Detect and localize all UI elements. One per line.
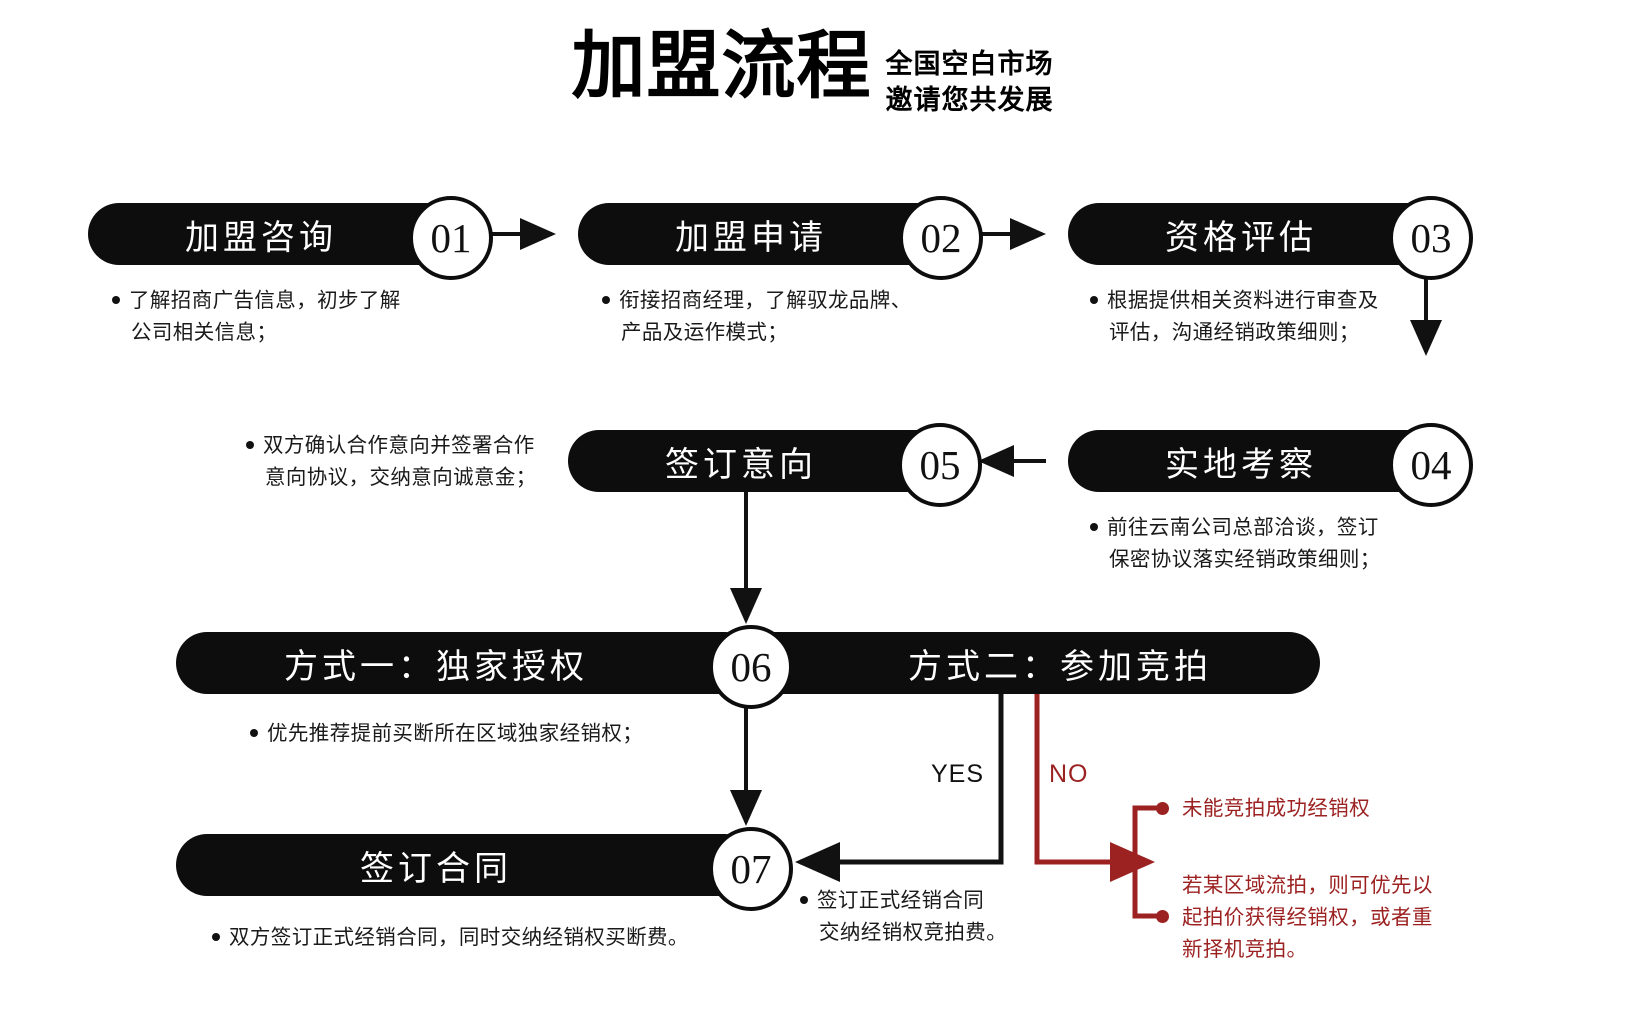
step-label-06-right: 方式二：参加竞拍 [908, 647, 1212, 686]
step-label-06-left: 方式一：独家授权 [284, 647, 588, 686]
step-number-01: 01 [430, 215, 472, 261]
step-label-07: 签订合同 [360, 849, 512, 888]
step-number-07: 07 [730, 846, 772, 892]
step-note-02: 衔接招商经理，了解驭龙品牌、 产品及运作模式； [602, 285, 1022, 349]
step-note-03: 根据提供相关资料进行审查及 评估，沟通经销政策细则； [1090, 285, 1510, 349]
subtitle-line-1: 全国空白市场 [885, 49, 1054, 79]
red-outcome-2: 若某区域流拍，则可优先以 起拍价获得经销权，或者重 新择机竞拍。 [1182, 870, 1502, 965]
step-label-04: 实地考察 [1165, 445, 1317, 484]
note-line: 双方确认合作意向并签署合作 [246, 430, 576, 462]
step-badge-02[interactable]: 02 [899, 196, 983, 280]
step-label-01: 加盟咨询 [185, 218, 337, 257]
bullet-dot-icon [1090, 296, 1098, 304]
step-number-05: 05 [919, 442, 961, 488]
branch-label-yes: YES [931, 760, 985, 788]
page-title: 加盟流程 [571, 24, 872, 107]
subtitle-line-2: 邀请您共发展 [885, 85, 1054, 116]
note-line: 根据提供相关资料进行审查及 [1090, 285, 1510, 317]
step-note-07-right: 签订正式经销合同 交纳经销权竞拍费。 [800, 885, 1060, 949]
note-line: 新择机竞拍。 [1182, 937, 1308, 961]
red-bullet-dot-icon-1 [1156, 802, 1169, 815]
bullet-dot-icon [250, 729, 258, 737]
step-number-02: 02 [920, 215, 962, 261]
red-outcome-1: 未能竞拍成功经销权 [1182, 793, 1482, 825]
page-header: 加盟流程 全国空白市场 邀请您共发展 [0, 28, 1625, 119]
branch-label-no: NO [1049, 760, 1089, 788]
note-line: 产品及运作模式； [621, 320, 789, 344]
step-number-06: 06 [730, 644, 772, 690]
step-badge-07[interactable]: 07 [709, 827, 793, 911]
step-number-04: 04 [1410, 442, 1452, 488]
note-line: 签订正式经销合同 [800, 885, 1060, 917]
note-line: 起拍价获得经销权，或者重 [1182, 905, 1433, 929]
step-label-02: 加盟申请 [675, 218, 827, 257]
step-badge-06[interactable]: 06 [709, 625, 793, 709]
note-line: 双方签订正式经销合同，同时交纳经销权买断费。 [212, 922, 732, 954]
step-node-06-option-2[interactable]: 方式二：参加竞拍 [740, 632, 1320, 694]
step-note-07: 双方签订正式经销合同，同时交纳经销权买断费。 [212, 922, 732, 954]
step-badge-03[interactable]: 03 [1389, 196, 1473, 280]
step-note-05: 双方确认合作意向并签署合作 意向协议，交纳意向诚意金； [246, 430, 576, 494]
bullet-dot-icon [112, 296, 120, 304]
note-line: 优先推荐提前买断所在区域独家经销权； [250, 718, 730, 750]
page-subtitle: 全国空白市场 邀请您共发展 [886, 28, 1054, 119]
bullet-dot-icon [800, 896, 808, 904]
note-line: 衔接招商经理，了解驭龙品牌、 [602, 285, 1022, 317]
note-line: 交纳经销权竞拍费。 [819, 920, 1008, 944]
note-line: 未能竞拍成功经销权 [1182, 797, 1371, 820]
note-line: 若某区域流拍，则可优先以 [1182, 874, 1433, 897]
bullet-dot-icon [1090, 523, 1098, 531]
note-line: 意向协议，交纳意向诚意金； [265, 465, 537, 489]
step-note-04: 前往云南公司总部洽谈，签订 保密协议落实经销政策细则； [1090, 512, 1510, 576]
note-line: 评估，沟通经销政策细则； [1109, 320, 1360, 344]
step-number-03: 03 [1410, 215, 1452, 261]
step-label-05: 签订意向 [665, 445, 817, 484]
bullet-dot-icon [212, 933, 220, 941]
step-badge-04[interactable]: 04 [1389, 423, 1473, 507]
note-line: 了解招商广告信息，初步了解 [112, 285, 532, 317]
bullet-dot-icon [602, 296, 610, 304]
step-node-06-option-1[interactable]: 方式一：独家授权 [176, 632, 756, 694]
note-line: 公司相关信息； [131, 320, 278, 344]
bullet-dot-icon [246, 441, 254, 449]
red-bullet-dot-icon-2 [1156, 910, 1169, 923]
step-node-07[interactable]: 签订合同 [176, 834, 756, 896]
step-badge-01[interactable]: 01 [409, 196, 493, 280]
note-line: 保密协议落实经销政策细则； [1109, 547, 1381, 571]
step-note-06-left: 优先推荐提前买断所在区域独家经销权； [250, 718, 730, 750]
step-label-03: 资格评估 [1165, 218, 1317, 257]
step-note-01: 了解招商广告信息，初步了解 公司相关信息； [112, 285, 532, 349]
note-line: 前往云南公司总部洽谈，签订 [1090, 512, 1510, 544]
step-badge-05[interactable]: 05 [898, 423, 982, 507]
